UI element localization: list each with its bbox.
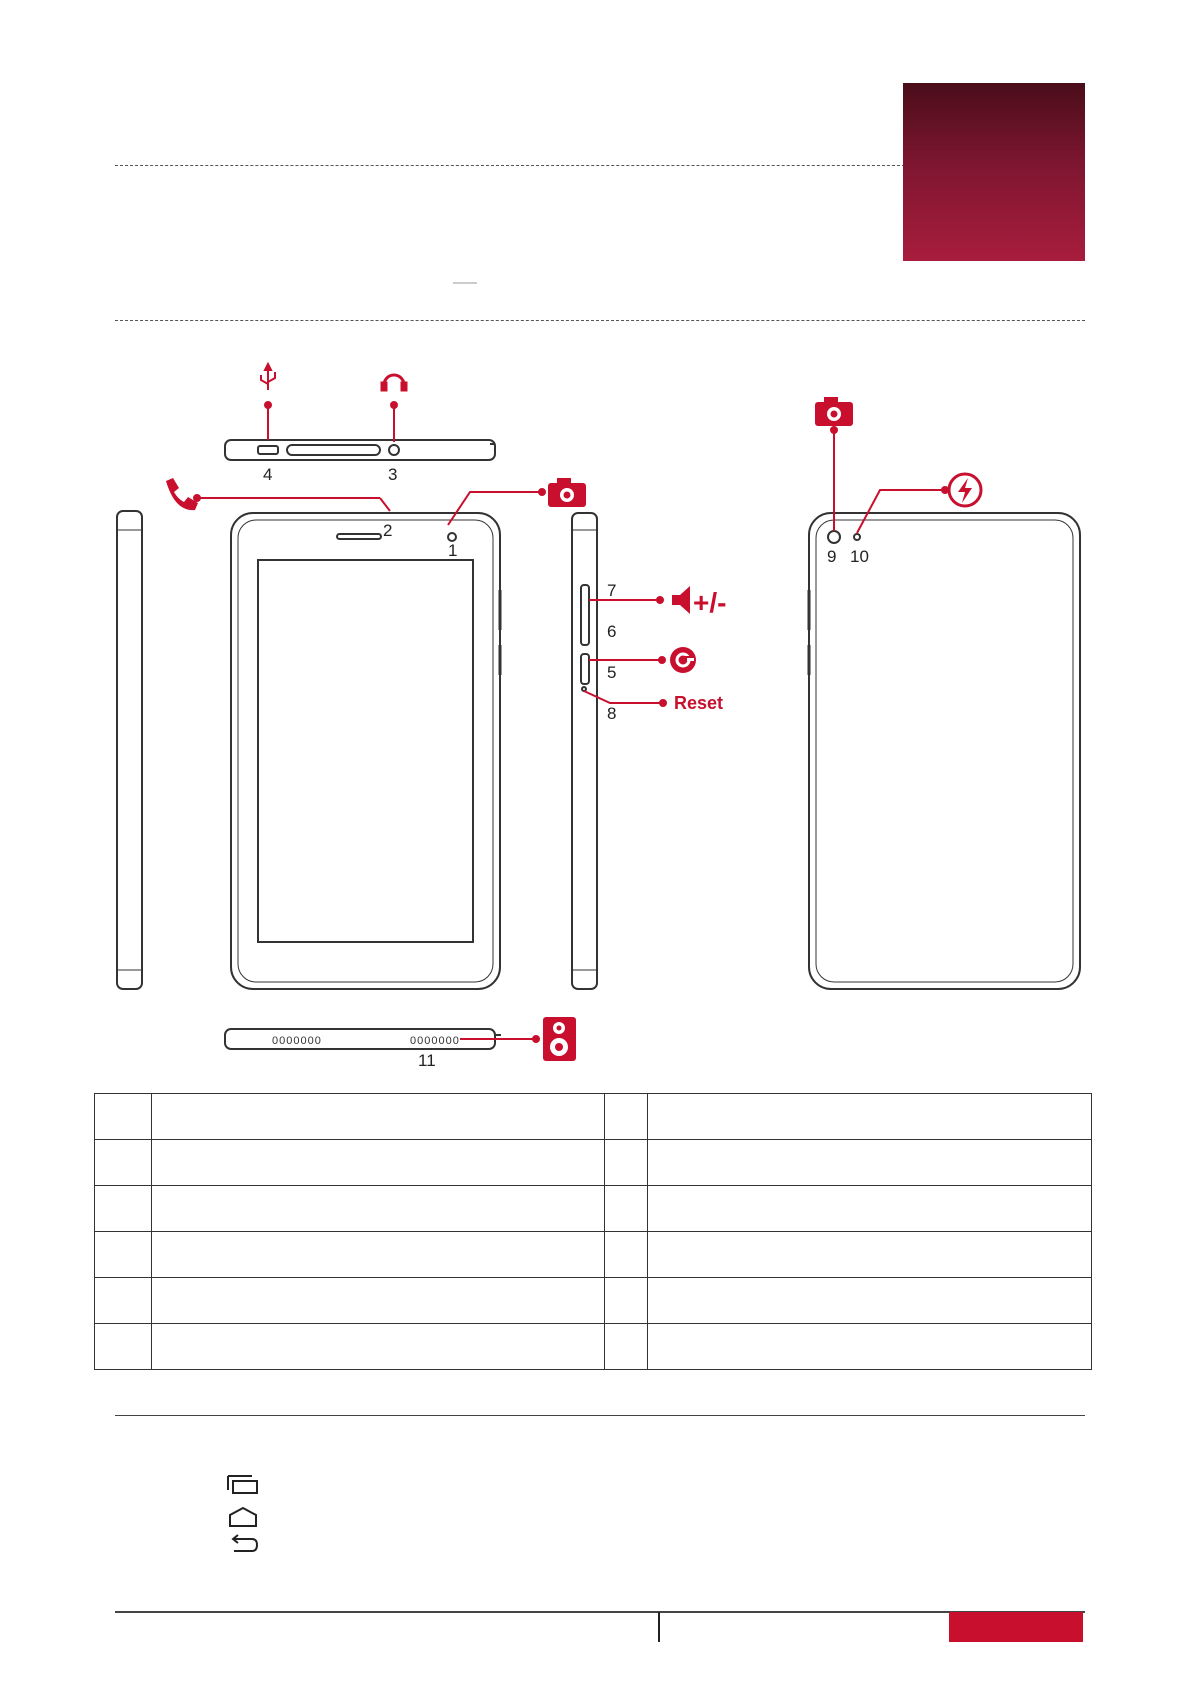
device-back xyxy=(808,512,1081,990)
nav-key-back xyxy=(226,1534,262,1556)
device-front xyxy=(230,512,501,990)
device-right-side xyxy=(571,512,598,990)
device-diagram: 0000000 0000000 1 2 3 4 5 6 7 8 9 10 11 … xyxy=(116,361,1081,1070)
camera-icon xyxy=(548,478,586,507)
camera-icon xyxy=(815,397,853,426)
front-camera xyxy=(447,532,457,542)
headphone-jack xyxy=(388,444,400,456)
power-icon xyxy=(670,647,696,673)
rear-camera xyxy=(827,530,841,544)
callout-number-9: 9 xyxy=(827,547,836,566)
callout-number-11: 11 xyxy=(418,1051,436,1070)
speaker-icon xyxy=(543,1017,576,1061)
table-row xyxy=(94,1185,1092,1232)
back-icon xyxy=(231,1534,259,1552)
section-divider xyxy=(115,1415,1085,1416)
speaker-grille-right: 0000000 xyxy=(410,1035,460,1047)
earpiece xyxy=(336,533,382,540)
headphones-icon xyxy=(380,373,408,392)
callout-number-2: 2 xyxy=(383,521,392,540)
phone-icon xyxy=(166,478,198,511)
component-table xyxy=(94,1093,1092,1370)
power-key xyxy=(580,653,590,685)
callout-number-7: 7 xyxy=(607,581,616,600)
device-left-side xyxy=(116,510,143,990)
volume-rocker xyxy=(580,584,590,646)
callout-number-1: 1 xyxy=(448,541,457,560)
chapter-tab xyxy=(903,83,1085,261)
header-divider-top xyxy=(115,165,905,166)
footer-separator xyxy=(658,1612,660,1642)
flash-led xyxy=(853,533,861,541)
footer-divider xyxy=(115,1611,1085,1613)
callout-number-4: 4 xyxy=(263,465,272,484)
screen xyxy=(257,559,474,943)
header-mark xyxy=(453,282,477,284)
footer-page-tab xyxy=(949,1612,1083,1642)
callout-number-10: 10 xyxy=(850,547,869,566)
device-top-edge xyxy=(224,439,496,461)
table-row xyxy=(94,1277,1092,1324)
table-row xyxy=(94,1323,1092,1370)
table-row xyxy=(94,1093,1092,1140)
callout-number-8: 8 xyxy=(607,704,616,723)
volume-icon xyxy=(672,586,690,614)
nav-key-home xyxy=(226,1506,262,1528)
recent-apps-icon xyxy=(227,1475,258,1494)
callout-number-5: 5 xyxy=(607,663,616,682)
usb-icon xyxy=(260,361,276,390)
reset-hole xyxy=(581,686,587,692)
table-row xyxy=(94,1231,1092,1278)
table-row xyxy=(94,1139,1092,1186)
usb-port xyxy=(257,445,279,455)
callout-number-3: 3 xyxy=(388,465,397,484)
slot xyxy=(286,444,381,456)
home-icon xyxy=(229,1506,257,1527)
nav-key-recent xyxy=(226,1474,262,1496)
flash-icon xyxy=(947,472,983,508)
reset-label: Reset xyxy=(674,693,723,713)
speaker-grille-left: 0000000 xyxy=(272,1035,322,1047)
volume-label: +/- xyxy=(693,587,726,618)
callout-number-6: 6 xyxy=(607,622,616,641)
header-divider-bottom xyxy=(115,320,1085,321)
